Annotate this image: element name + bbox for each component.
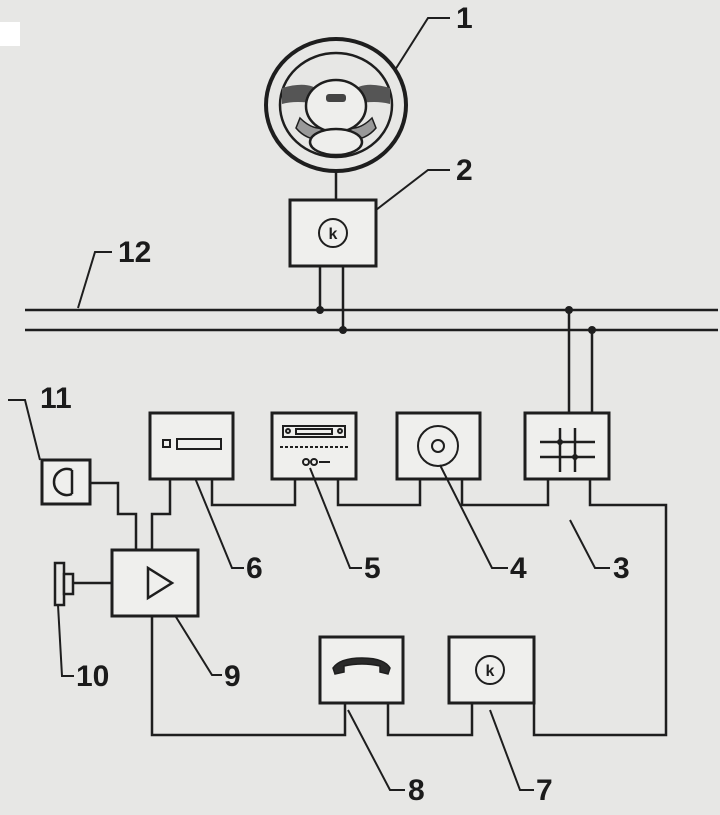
label-7: 7 [536,774,553,807]
radio-icon [280,425,350,466]
cross-lines-icon [540,428,595,472]
label-3: 3 [613,552,630,585]
wiring [90,479,668,737]
label-12: 12 [118,236,151,269]
label-4: 4 [510,552,527,585]
label-10: 10 [76,660,109,693]
display-unit [148,411,235,481]
microphone [40,458,92,506]
radio [270,411,358,481]
label-9: 9 [224,660,241,693]
speaker [53,561,75,607]
display-icon [162,438,222,450]
microphone-icon [52,467,74,497]
k-glyph: k [329,226,338,243]
steering-control-unit: k [288,198,378,268]
disc-icon [417,425,459,467]
speaker-icon [53,561,75,607]
handset-icon [332,657,391,675]
telephone [318,635,405,705]
amplifier [110,548,200,618]
steering-wheel-icon [264,37,408,173]
label-11: 11 [40,382,72,415]
control-unit: k [447,635,536,705]
label-2: 2 [456,154,473,187]
data-bus [25,308,718,332]
label-5: 5 [364,552,381,585]
cd-changer [395,411,482,481]
label-8: 8 [408,774,425,807]
k-glyph: k [486,663,495,680]
k-circle-icon [475,655,505,685]
triangle-icon [146,565,175,601]
leader-lines [8,17,610,791]
bus-junction [523,411,611,481]
label-1: 1 [456,2,473,35]
callout-labels: 1 2 12 11 6 5 4 3 9 10 8 7 [40,2,630,807]
corner-mark [0,22,20,46]
label-6: 6 [246,552,263,585]
